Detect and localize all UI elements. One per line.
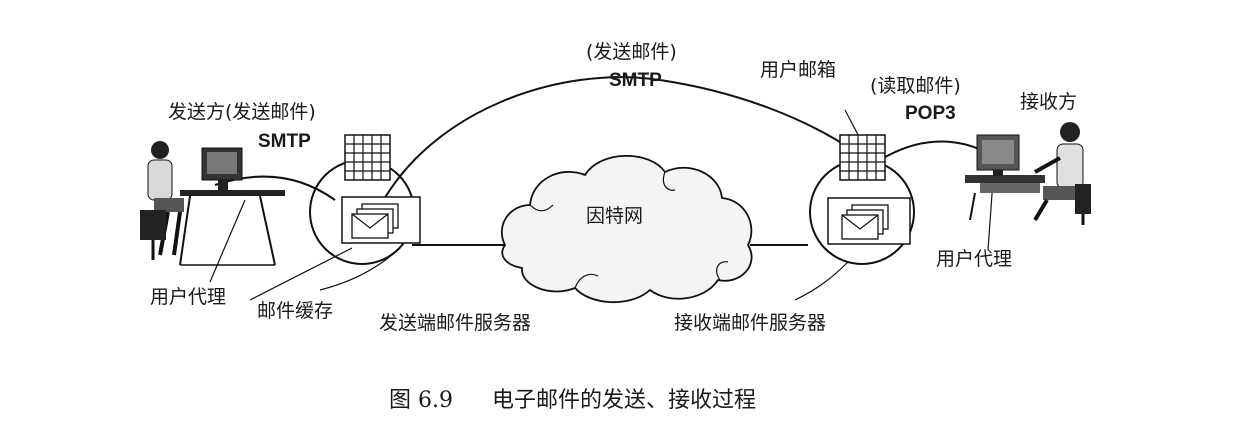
mailbox-grid-icon (344, 134, 391, 181)
sender-computer-user-icon (140, 141, 285, 266)
internet-label: 因特网 (586, 205, 643, 227)
smtp-transfer-arc (377, 76, 861, 211)
mail-buffer-label: 邮件缓存 (257, 300, 333, 322)
receiver-computer-user-icon (965, 122, 1091, 225)
mailbox-label: 用户邮箱 (760, 59, 836, 81)
figure-caption-text: 电子邮件的发送、接收过程 (492, 388, 756, 413)
receiving-mail-server-icon (809, 134, 915, 265)
transfer-smtp-label: SMTP (609, 70, 662, 91)
figure-caption-number: 图 6.9 (389, 388, 453, 413)
sender-smtp-label: SMTP (258, 131, 311, 152)
envelope-icon (351, 203, 399, 239)
envelope-icon (841, 204, 889, 240)
mailbox-grid-icon (839, 134, 886, 181)
user-agent-left-label: 用户代理 (150, 286, 226, 308)
sending-mail-server-icon (309, 134, 421, 265)
user-agent-right-label: 用户代理 (936, 248, 1012, 270)
read-protocol-label: (读取邮件) (870, 75, 961, 97)
pop3-label: POP3 (905, 103, 956, 124)
sender-protocol-label: 发送方(发送邮件) (168, 101, 316, 123)
receiver-label: 接收方 (1020, 91, 1077, 113)
receiving-server-label: 接收端邮件服务器 (674, 312, 826, 334)
internet-cloud-icon (500, 155, 753, 304)
transfer-protocol-label: (发送邮件) (586, 41, 677, 63)
sending-server-label: 发送端邮件服务器 (379, 312, 531, 334)
